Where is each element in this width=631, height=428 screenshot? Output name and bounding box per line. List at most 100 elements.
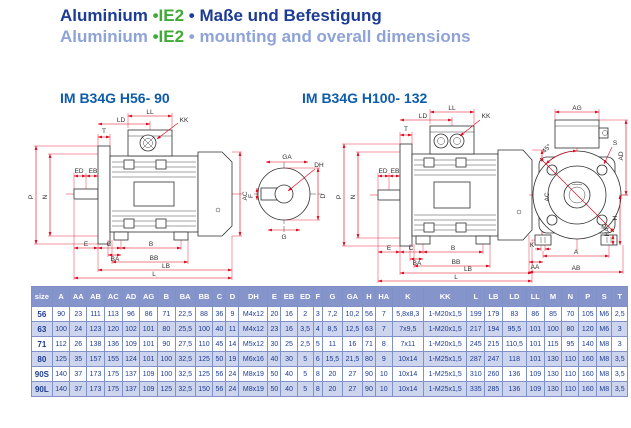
table-cell: 335 xyxy=(466,381,486,397)
table-cell: 130 xyxy=(543,351,563,367)
col-header: KK xyxy=(422,286,468,307)
table-cell: 136 xyxy=(501,366,527,382)
table-cell: 63 xyxy=(361,321,376,337)
col-header: N xyxy=(561,286,580,307)
table-cell: 125 xyxy=(156,381,176,397)
table-cell: 3 xyxy=(611,321,628,337)
dim-label-l: L xyxy=(454,274,458,281)
table-cell: M6 xyxy=(596,321,613,337)
table-cell: 138 xyxy=(86,336,105,352)
dim-label-a: A xyxy=(574,249,579,256)
dim-label-ag: AG xyxy=(572,105,581,112)
table-cell: 100 xyxy=(543,321,563,337)
table-cell: 173 xyxy=(86,381,105,397)
table-cell: M6x16 xyxy=(238,351,269,367)
dim-label-bb: BB xyxy=(150,255,159,262)
dim-label-ac: AC xyxy=(242,191,249,200)
dim-label-n: N xyxy=(350,194,357,199)
dim-label-ed: ED xyxy=(378,168,387,175)
dim-label-e: E xyxy=(84,241,89,248)
shaft-end-detail xyxy=(254,160,322,232)
table-cell: 175 xyxy=(103,366,123,382)
table-cell: 10x14 xyxy=(391,381,424,397)
table-cell: 27,5 xyxy=(174,336,196,352)
table-cell: 50 xyxy=(267,366,282,382)
ie2-badge-de: •IE2 xyxy=(152,6,185,25)
dimension-labels: LL LD KK T ED EB P N E C B BA BB LB L AC… xyxy=(336,105,625,281)
table-cell: 102 xyxy=(121,321,141,337)
col-header: D xyxy=(225,286,240,307)
table-cell: 130 xyxy=(543,366,563,382)
table-cell: 5 xyxy=(296,381,314,397)
table-cell: 24 xyxy=(225,366,240,382)
dim-label-dh: DH xyxy=(314,162,324,169)
size-cell: 90S xyxy=(31,366,53,382)
table-cell: 21,5 xyxy=(341,351,363,367)
dim-label-k: K xyxy=(530,242,535,249)
dim-label-ad: AD xyxy=(618,151,625,160)
col-header: H xyxy=(361,286,376,307)
table-cell: 30 xyxy=(267,336,282,352)
dim-label-ll: LL xyxy=(448,105,456,112)
table-cell: 10 xyxy=(374,366,393,382)
table-cell: 109 xyxy=(121,336,141,352)
table-cell: 7 xyxy=(374,321,393,337)
table-cell: M4x12 xyxy=(238,321,269,337)
dim-label-l: L xyxy=(152,271,156,278)
drawing-title-h56-90: IM B34G H56- 90 xyxy=(60,90,170,106)
dim-label-p: P xyxy=(28,195,35,199)
table-cell: M8 xyxy=(596,381,613,397)
table-cell: 150 xyxy=(194,381,214,397)
table-cell: 111 xyxy=(86,306,105,322)
dim-label-m: M xyxy=(601,224,606,231)
dim-label-eb: EB xyxy=(391,168,400,175)
table-cell: 2 xyxy=(296,306,314,322)
table-cell: M8 xyxy=(596,351,613,367)
dim-label-ed: ED xyxy=(74,168,83,175)
table-cell: 123 xyxy=(86,321,105,337)
table-cell: 173 xyxy=(86,366,105,382)
table-cell: 140 xyxy=(51,381,71,397)
col-header: K xyxy=(391,286,424,307)
table-cell: 8 xyxy=(312,381,323,397)
table-cell: 30 xyxy=(280,351,298,367)
col-header: G xyxy=(321,286,343,307)
col-header: F xyxy=(312,286,323,307)
table-cell: 14 xyxy=(225,336,240,352)
dim-label-ab: AB xyxy=(572,265,581,272)
table-cell: 137 xyxy=(121,381,141,397)
table-cell: 37 xyxy=(69,366,88,382)
table-cell: M4x12 xyxy=(238,306,269,322)
table-cell: 90 xyxy=(361,381,376,397)
table-cell: 179 xyxy=(484,306,503,322)
size-cell: 71 xyxy=(31,336,53,352)
page-header: Aluminium •IE2 • Maße und Befestigung Al… xyxy=(60,6,471,47)
table-cell: 194 xyxy=(484,321,503,337)
table-cell: 8,5 xyxy=(321,321,343,337)
table-cell: 120 xyxy=(578,321,598,337)
dim-label-p: P xyxy=(336,195,343,199)
col-header: DH xyxy=(238,286,269,307)
table-cell: 7 xyxy=(374,306,393,322)
table-cell: 124 xyxy=(121,351,141,367)
col-header-size: size xyxy=(31,286,53,307)
table-cell: 40 xyxy=(212,321,227,337)
table-cell: 3,5 xyxy=(611,366,628,382)
subject-en: • mounting and overall dimensions xyxy=(188,26,471,46)
table-cell: 56 xyxy=(361,306,376,322)
dim-label-s: S xyxy=(613,140,618,147)
motor-side-view xyxy=(73,129,233,245)
table-cell: 2,5 xyxy=(611,306,628,322)
dim-label-n: N xyxy=(42,194,49,199)
table-cell: 11 xyxy=(321,336,343,352)
table-cell: 157 xyxy=(86,351,105,367)
table-cell: 120 xyxy=(103,321,123,337)
col-header: AD xyxy=(121,286,141,307)
table-cell: M8x19 xyxy=(238,381,269,397)
table-cell: 24 xyxy=(225,381,240,397)
table-cell: 105 xyxy=(578,306,598,322)
size-cell: 56 xyxy=(31,306,53,322)
